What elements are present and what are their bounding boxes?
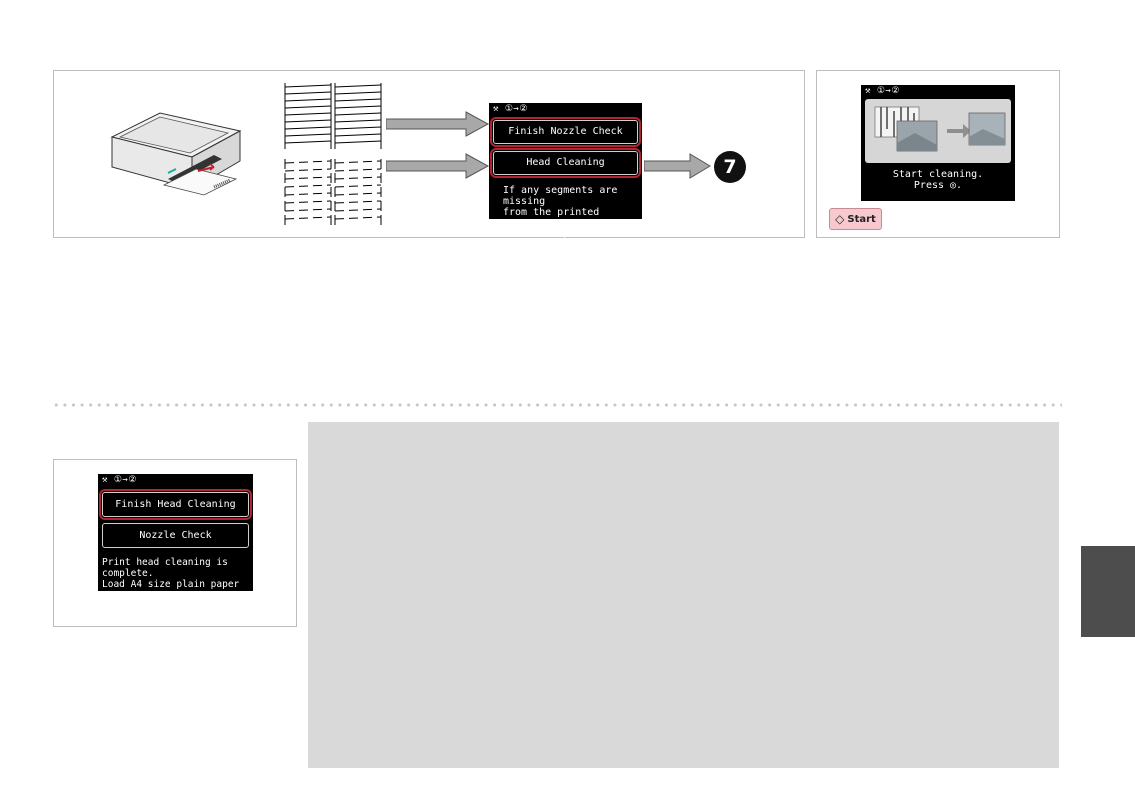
lcd-status-bar: ⚒ ①→② bbox=[865, 86, 900, 96]
cleaning-complete-panel: ⚒ ①→② Finish Head Cleaning Nozzle Check … bbox=[53, 459, 297, 627]
lcd-message: Start cleaning. Press ◎. bbox=[892, 169, 984, 191]
start-button-label: Start bbox=[847, 213, 876, 225]
nozzle-check-panel: ⚒ ①→② Finish Nozzle Check Head Cleaning … bbox=[53, 70, 805, 240]
start-diamond-icon: ◇ bbox=[835, 212, 845, 226]
start-button[interactable]: ◇ Start bbox=[829, 208, 882, 230]
lcd-message: If any segments are missing from the pri… bbox=[503, 185, 630, 240]
arrow-right-icon bbox=[644, 153, 711, 179]
cleaning-illustration bbox=[865, 99, 1011, 163]
section-tab bbox=[1081, 546, 1135, 637]
lcd-screen: ⚒ ①→② Finish Nozzle Check Head Cleaning … bbox=[489, 103, 642, 240]
nozzle-check-button[interactable]: Nozzle Check bbox=[102, 523, 249, 548]
next-step-number: 7 bbox=[714, 151, 746, 183]
nozzle-pattern-good bbox=[284, 83, 382, 149]
arrow-right-icon bbox=[386, 111, 490, 137]
lcd-screen: ⚒ ①→② Start cleaning. Press ◎. bbox=[861, 85, 1015, 201]
blank-content-area bbox=[308, 422, 1059, 768]
lcd-message: Print head cleaning is complete. Load A4… bbox=[102, 557, 240, 612]
nozzle-pattern-missing bbox=[284, 159, 382, 225]
finish-head-cleaning-button[interactable]: Finish Head Cleaning bbox=[99, 489, 252, 520]
finish-nozzle-check-button[interactable]: Finish Nozzle Check bbox=[490, 117, 641, 147]
arrow-right-icon bbox=[386, 153, 490, 179]
printer-illustration bbox=[110, 112, 242, 196]
lcd-screen: ⚒ ①→② Finish Head Cleaning Nozzle Check … bbox=[98, 474, 253, 612]
lcd-status-bar: ⚒ ①→② bbox=[493, 104, 528, 114]
dotted-divider bbox=[52, 403, 1062, 407]
lcd-status-bar: ⚒ ①→② bbox=[102, 475, 137, 485]
head-cleaning-button[interactable]: Head Cleaning bbox=[490, 148, 641, 178]
